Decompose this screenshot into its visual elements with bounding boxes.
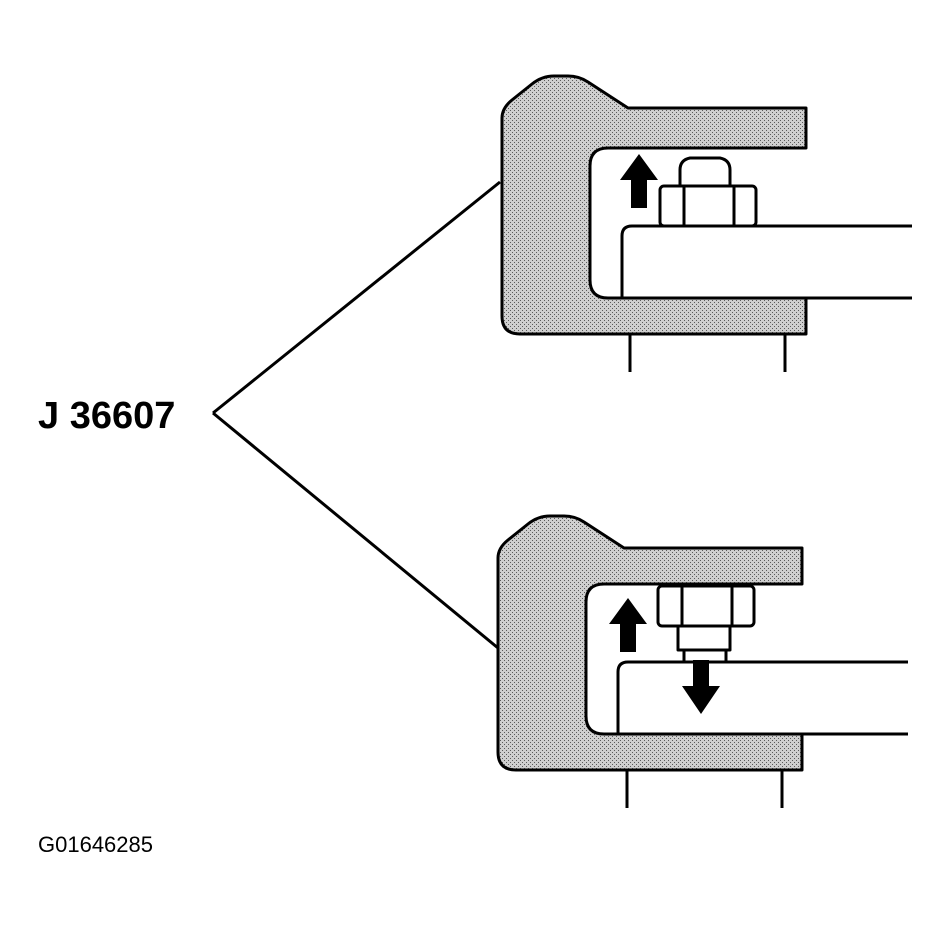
upper-clamp-body [500,74,808,336]
lower-down-arrow-icon [682,660,720,714]
tool-label: J 36607 [38,395,175,437]
leader-lines [212,180,501,650]
lower-clamp-body [496,514,804,772]
lower-view [496,514,908,808]
leader-line-upper [212,180,501,415]
upper-view [500,74,912,372]
lower-up-arrow-icon [609,598,647,652]
leader-line-lower [212,411,499,650]
lower-nut [656,584,756,662]
upper-bar [620,224,912,300]
upper-up-arrow-icon [620,154,658,208]
upper-nut [658,156,758,228]
figure-id: G01646285 [38,832,153,857]
lower-bar [616,660,908,736]
